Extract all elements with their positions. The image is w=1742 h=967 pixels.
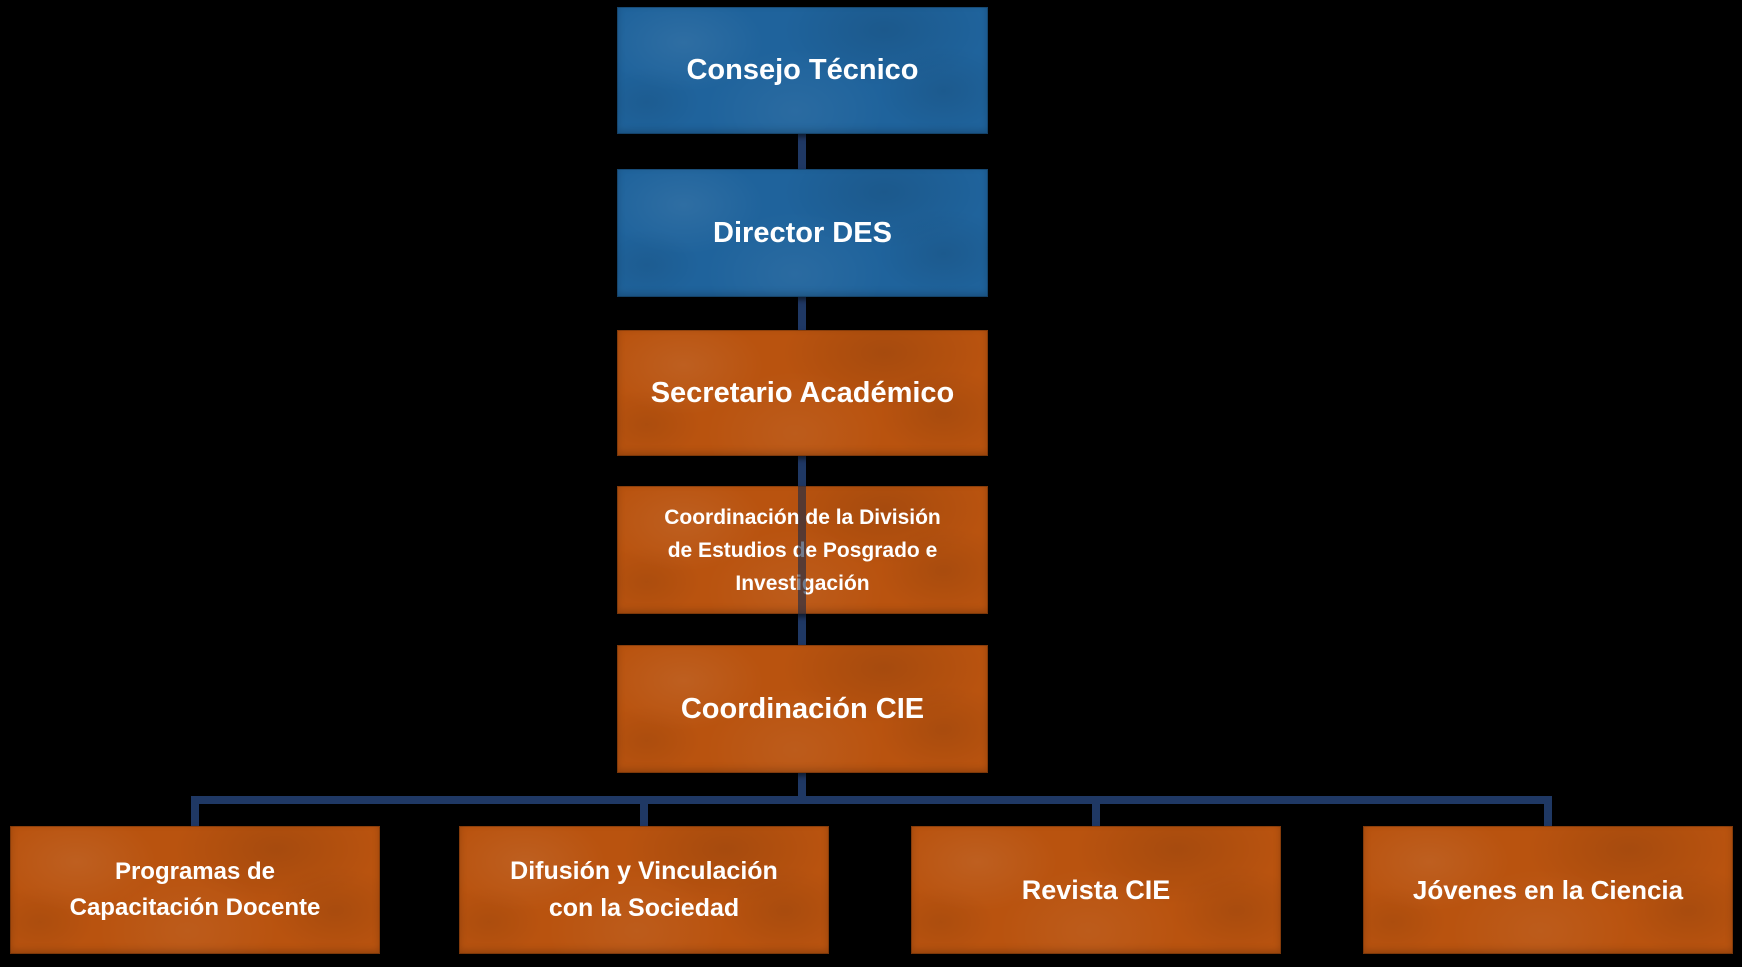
node-revista-cie: Revista CIE <box>911 826 1281 954</box>
connector-cie-stub <box>798 773 806 800</box>
connector-drop-programas <box>191 800 199 827</box>
node-coordinacion-cie-label: Coordinación CIE <box>680 692 925 725</box>
node-revista-cie-label: Revista CIE <box>1021 874 1171 905</box>
connector-drop-revista <box>1092 800 1100 827</box>
connector-consejo-director <box>798 134 806 169</box>
node-programas-capacitacion-docente-label: Programas de Capacitación Docente <box>69 858 321 921</box>
connector-secretario-division <box>798 456 806 486</box>
node-director-des-label: Director DES <box>713 216 892 249</box>
connector-director-secretario <box>798 297 806 330</box>
connector-division-cie <box>798 614 806 645</box>
node-jovenes-en-la-ciencia-label: Jóvenes en la Ciencia <box>1412 874 1684 905</box>
node-consejo-tecnico: Consejo Técnico <box>617 7 988 134</box>
node-secretario-academico-label: Secretario Académico <box>650 376 955 409</box>
node-director-des: Director DES <box>617 169 988 297</box>
node-secretario-academico: Secretario Académico <box>617 330 988 456</box>
node-jovenes-en-la-ciencia: Jóvenes en la Ciencia <box>1363 826 1733 954</box>
node-difusion-vinculacion-sociedad: Difusión y Vinculación con la Sociedad <box>459 826 829 954</box>
node-consejo-tecnico-label: Consejo Técnico <box>686 54 919 86</box>
connector-horizontal-bus <box>191 796 1552 804</box>
connector-drop-difusion <box>640 800 648 827</box>
connector-through-division <box>798 486 806 614</box>
node-programas-capacitacion-docente: Programas de Capacitación Docente <box>10 826 380 954</box>
node-difusion-vinculacion-sociedad-label: Difusión y Vinculación con la Sociedad <box>510 857 778 922</box>
node-coordinacion-cie: Coordinación CIE <box>617 645 988 773</box>
connector-drop-jovenes <box>1544 800 1552 827</box>
